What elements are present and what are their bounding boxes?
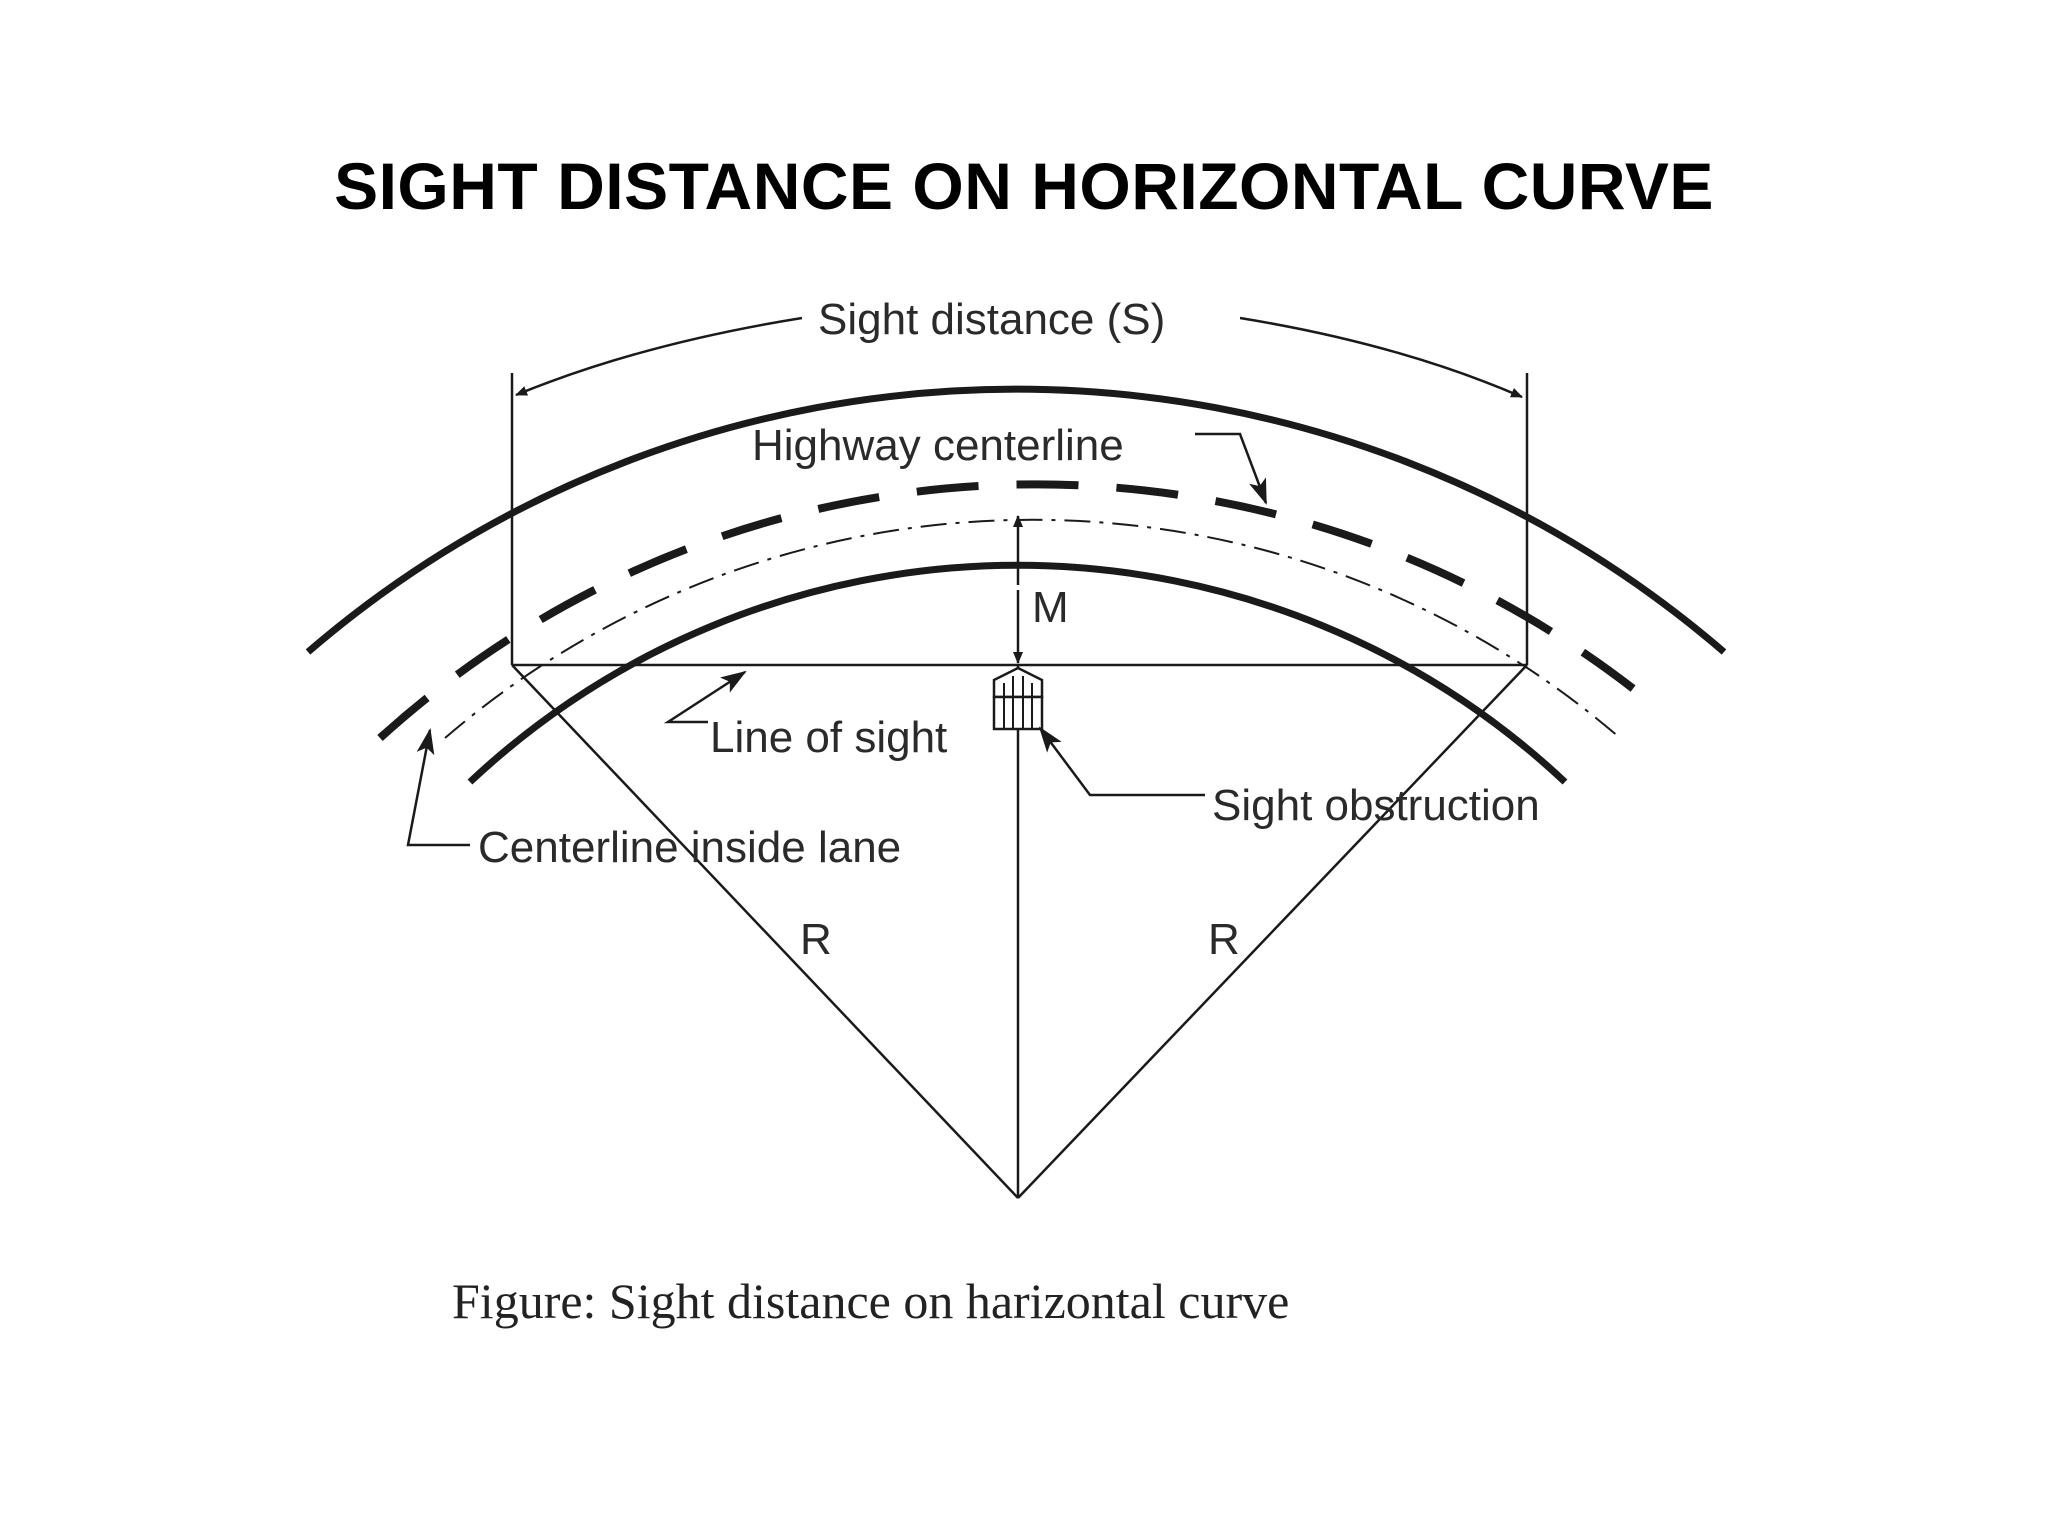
centerline-inside-lane-leader [406,728,470,847]
radius-left [511,664,1019,1199]
sight-obstruction-leader [1038,726,1205,797]
sight-distance-arrow-left [515,316,803,397]
middle-ordinate-label: M [1032,583,1069,632]
figure-caption: Figure: Sight distance on harizontal cur… [452,1273,1289,1329]
sight-obstruction-icon [992,666,1044,731]
line-of-sight-label: Line of sight [710,713,947,762]
sight-distance-arrow-right [1239,316,1523,399]
radius-right-label: R [1208,915,1240,964]
sight-obstruction-label: Sight obstruction [1212,781,1540,830]
highway-centerline-dashed [377,480,1653,741]
page-title: SIGHT DISTANCE ON HORIZONTAL CURVE [334,149,1714,223]
centerline-inside-lane-label: Centerline inside lane [478,823,901,872]
sight-distance-label: Sight distance (S) [818,295,1165,344]
line-of-sight-leader [663,670,747,724]
radius-right [1017,664,1528,1199]
highway-centerline-leader [1195,432,1268,505]
radius-left-label: R [800,915,832,964]
highway-centerline-label: Highway centerline [752,421,1124,470]
inside-lane-centerline [444,518,1621,739]
